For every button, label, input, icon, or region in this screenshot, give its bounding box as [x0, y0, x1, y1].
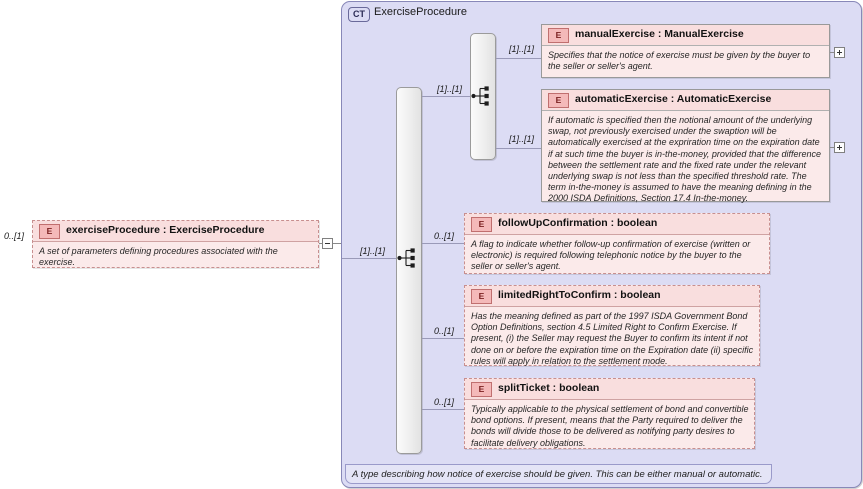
element-badge-icon: E: [548, 93, 569, 108]
element-description: A set of parameters defining procedures …: [39, 246, 278, 268]
element-badge-icon: E: [39, 224, 60, 239]
connector-manual-to-expand: [830, 52, 835, 53]
element-badge-icon: E: [471, 289, 492, 304]
element-badge-icon: E: [548, 28, 569, 43]
element-name-label: exerciseProcedure : ExerciseProcedure: [66, 224, 265, 236]
element-box-limited-right-to-confirm[interactable]: E limitedRightToConfirm : boolean Has th…: [464, 285, 760, 366]
connector-branch-split: [422, 409, 464, 410]
element-name-label: splitTicket : boolean: [498, 382, 600, 394]
element-box-follow-up-confirmation[interactable]: E followUpConfirmation : boolean A flag …: [464, 213, 770, 274]
followup-cardinality-label: 0..[1]: [434, 231, 455, 241]
expand-toggle-manual-exercise[interactable]: [834, 47, 845, 58]
connector-branch-followup: [422, 243, 464, 244]
element-name-label: followUpConfirmation : boolean: [498, 217, 658, 229]
element-description: Specifies that the notice of exercise mu…: [548, 50, 811, 72]
element-box-manual-exercise[interactable]: E manualExercise : ManualExercise Specif…: [541, 24, 830, 78]
collapse-toggle-root[interactable]: [322, 238, 333, 249]
root-cardinality-label: 0..[1]: [4, 231, 25, 241]
element-name-label: limitedRightToConfirm : boolean: [498, 289, 661, 301]
connector-branch-manual: [496, 58, 541, 59]
split-cardinality-label: 0..[1]: [434, 397, 455, 407]
connector-toggle-to-container: [333, 243, 342, 244]
choice-branch-cardinality-label: [1]..[1]: [437, 84, 463, 94]
element-description: A flag to indicate whether follow-up con…: [471, 239, 751, 272]
outer-sequence-cardinality-label: [1]..[1]: [360, 246, 386, 256]
element-box-exercise-procedure[interactable]: E exerciseProcedure : ExerciseProcedure …: [32, 220, 319, 268]
element-box-automatic-exercise[interactable]: E automaticExercise : AutomaticExercise …: [541, 89, 830, 203]
element-header: E splitTicket : boolean: [465, 379, 754, 400]
element-header: E limitedRightToConfirm : boolean: [465, 286, 759, 307]
element-header: E followUpConfirmation : boolean: [465, 214, 769, 235]
element-header: E manualExercise : ManualExercise: [542, 25, 829, 46]
element-badge-icon: E: [471, 382, 492, 397]
sequence-compositor-icon: [397, 247, 421, 269]
element-description: Has the meaning defined as part of the 1…: [471, 311, 754, 366]
complex-type-badge-icon: CT: [348, 7, 370, 22]
limited-cardinality-label: 0..[1]: [434, 326, 455, 336]
choice-compositor-icon: [471, 85, 495, 107]
complex-type-annotation: A type describing how notice of exercise…: [345, 464, 772, 484]
connector-branch-limited: [422, 338, 464, 339]
element-name-label: automaticExercise : AutomaticExercise: [575, 93, 772, 105]
connector-container-entry: [342, 258, 396, 259]
element-badge-icon: E: [471, 217, 492, 232]
manual-cardinality-label: [1]..[1]: [509, 44, 535, 54]
complex-type-annotation-text: A type describing how notice of exercise…: [352, 469, 763, 480]
element-description: Typically applicable to the physical set…: [471, 404, 749, 448]
element-header: E exerciseProcedure : ExerciseProcedure: [33, 221, 318, 242]
element-description: If automatic is specified then the notio…: [548, 115, 821, 204]
element-header: E automaticExercise : AutomaticExercise: [542, 90, 829, 111]
connector-branch-automatic: [496, 148, 541, 149]
outer-sequence-group-bar[interactable]: [396, 87, 422, 454]
expand-toggle-automatic-exercise[interactable]: [834, 142, 845, 153]
element-name-label: manualExercise : ManualExercise: [575, 28, 744, 40]
element-box-split-ticket[interactable]: E splitTicket : boolean Typically applic…: [464, 378, 755, 449]
connector-automatic-to-expand: [830, 147, 835, 148]
connector-root-to-toggle: [319, 243, 323, 244]
automatic-cardinality-label: [1]..[1]: [509, 134, 535, 144]
complex-type-title: ExerciseProcedure: [374, 6, 467, 18]
connector-branch-choice: [422, 96, 470, 97]
